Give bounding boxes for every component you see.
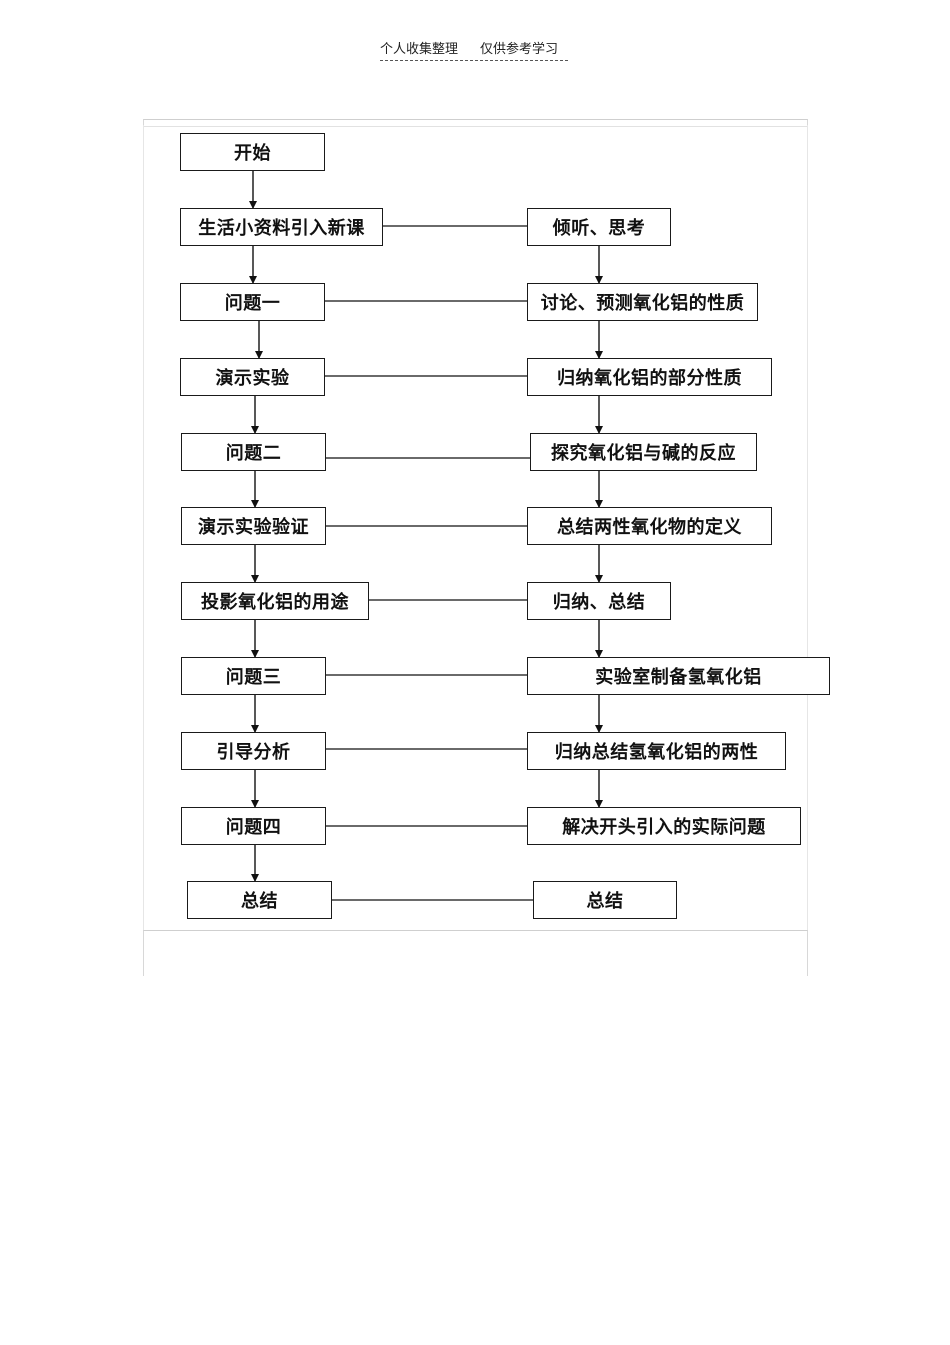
step-label: 开始 bbox=[234, 143, 271, 164]
activity-label: 倾听、思考 bbox=[552, 218, 646, 239]
header-left-text: 个人收集整理 bbox=[380, 42, 459, 57]
activity-label: 探究氧化铝与碱的反应 bbox=[551, 443, 736, 464]
step-intro-material: 生活小资料引入新课 bbox=[180, 208, 383, 246]
activity-label: 解决开头引入的实际问题 bbox=[562, 817, 766, 838]
activity-solve-problem: 解决开头引入的实际问题 bbox=[527, 807, 801, 845]
step-label: 问题四 bbox=[225, 817, 282, 838]
activity-amphoteric-definition: 总结两性氧化物的定义 bbox=[527, 507, 772, 545]
step-label: 生活小资料引入新课 bbox=[198, 218, 365, 239]
activity-label: 总结两性氧化物的定义 bbox=[557, 517, 742, 538]
activity-prepare-hydroxide: 实验室制备氢氧化铝 bbox=[527, 657, 830, 695]
step-label: 引导分析 bbox=[216, 742, 291, 763]
step-label: 投影氧化铝的用途 bbox=[201, 592, 349, 613]
step-demo-experiment: 演示实验 bbox=[180, 358, 325, 396]
step-label: 演示实验 bbox=[215, 368, 290, 389]
step-label: 问题一 bbox=[224, 293, 281, 314]
step-question-3: 问题三 bbox=[181, 657, 326, 695]
step-label: 问题三 bbox=[225, 667, 282, 688]
step-question-4: 问题四 bbox=[181, 807, 326, 845]
step-label: 演示实验验证 bbox=[198, 517, 309, 538]
activity-discuss-predict: 讨论、预测氧化铝的性质 bbox=[527, 283, 758, 321]
activity-label: 讨论、预测氧化铝的性质 bbox=[540, 293, 745, 314]
figure-frame-top bbox=[143, 119, 808, 127]
activity-summarize-properties: 归纳氧化铝的部分性质 bbox=[527, 358, 772, 396]
activity-label: 总结 bbox=[586, 891, 624, 912]
figure-frame-bottom bbox=[143, 930, 808, 976]
step-question-1: 问题一 bbox=[180, 283, 325, 321]
figure-frame bbox=[143, 125, 808, 930]
activity-listen-think: 倾听、思考 bbox=[527, 208, 671, 246]
step-label: 问题二 bbox=[225, 443, 282, 464]
step-question-2: 问题二 bbox=[181, 433, 326, 471]
step-guided-analysis: 引导分析 bbox=[181, 732, 326, 770]
step-projection-uses: 投影氧化铝的用途 bbox=[181, 582, 369, 620]
step-summary-left: 总结 bbox=[187, 881, 332, 919]
step-summary-right: 总结 bbox=[533, 881, 677, 919]
activity-label: 实验室制备氢氧化铝 bbox=[595, 667, 762, 688]
activity-summarize: 归纳、总结 bbox=[527, 582, 671, 620]
activity-explore-base-reaction: 探究氧化铝与碱的反应 bbox=[530, 433, 757, 471]
activity-label: 归纳、总结 bbox=[552, 592, 646, 613]
step-label: 总结 bbox=[241, 891, 278, 912]
page-header: 个人收集整理 仅供参考学习 bbox=[380, 38, 568, 61]
step-start: 开始 bbox=[180, 133, 325, 171]
activity-label: 归纳氧化铝的部分性质 bbox=[557, 368, 742, 389]
step-demo-verification: 演示实验验证 bbox=[181, 507, 326, 545]
header-right-text: 仅供参考学习 bbox=[480, 42, 559, 57]
activity-label: 归纳总结氢氧化铝的两性 bbox=[554, 742, 759, 763]
activity-hydroxide-amphoteric: 归纳总结氢氧化铝的两性 bbox=[527, 732, 786, 770]
